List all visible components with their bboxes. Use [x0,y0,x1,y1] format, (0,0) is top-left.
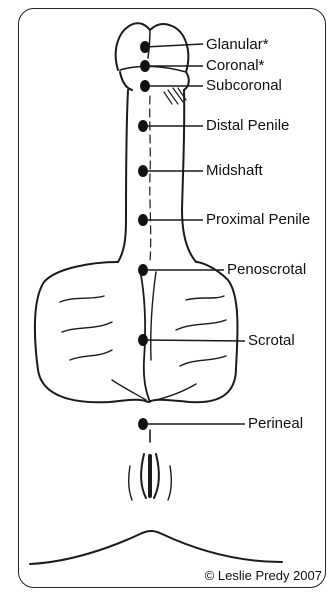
dot-subcoronal [140,80,150,92]
label-coronal: Coronal* [206,58,264,73]
label-penoscrotal: Penoscrotal [227,262,306,277]
dot-distal-penile [138,120,148,132]
dot-glanular [140,41,150,53]
shaft-left [118,90,128,262]
label-subcoronal: Subcoronal [206,78,282,93]
label-proximal-penile: Proximal Penile [206,212,310,227]
label-midshaft: Midshaft [206,163,263,178]
label-scrotal: Scrotal [248,333,295,348]
copyright-text: © Leslie Predy 2007 [205,568,322,583]
dot-perineal [138,418,148,430]
dot-coronal [140,60,150,72]
label-glanular: Glanular* [206,37,269,52]
dot-penoscrotal [138,264,148,276]
buttock-line [30,531,282,564]
glans-outline [116,23,189,90]
label-perineal: Perineal [248,416,303,431]
shaft-right [182,90,196,262]
scrotum-outline [35,262,238,402]
label-distal-penile: Distal Penile [206,118,289,133]
dot-scrotal [138,334,148,346]
dot-proximal-penile [138,214,148,226]
dot-midshaft [138,165,148,177]
